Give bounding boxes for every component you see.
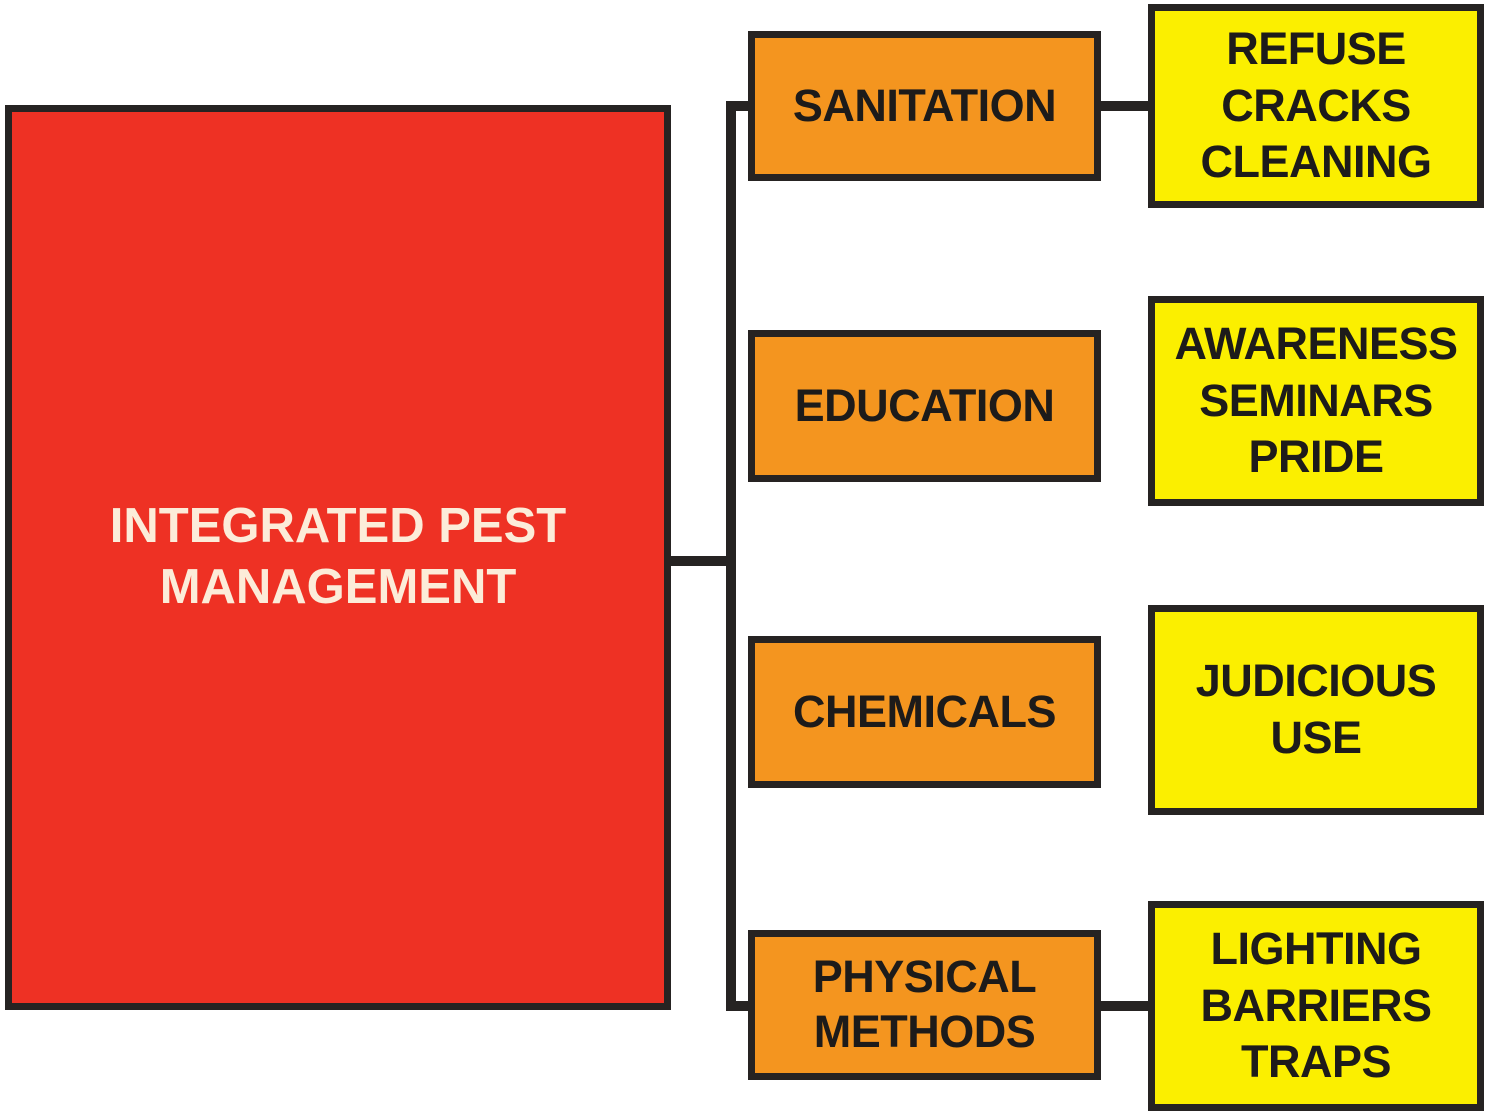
connector-trunk-to-physical-methods — [726, 1001, 752, 1011]
node-integrated-pest-management[interactable]: INTEGRATED PEST MANAGEMENT — [5, 105, 671, 1010]
node-lighting-barriers-traps[interactable]: LIGHTING BARRIERS TRAPS — [1148, 901, 1484, 1111]
node-refuse-cracks-cleaning-label: REFUSE CRACKS CLEANING — [1200, 22, 1433, 188]
node-sanitation[interactable]: SANITATION — [748, 31, 1101, 181]
node-education-label: EDUCATION — [794, 380, 1055, 432]
node-refuse-cracks-cleaning[interactable]: REFUSE CRACKS CLEANING — [1148, 4, 1484, 208]
connector-root-to-trunk — [668, 556, 736, 566]
node-lighting-barriers-traps-label: LIGHTING BARRIERS TRAPS — [1200, 922, 1432, 1088]
node-sanitation-label: SANITATION — [792, 80, 1057, 132]
node-judicious-use-label: JUDICIOUS USE — [1195, 655, 1437, 763]
node-chemicals[interactable]: CHEMICALS — [748, 636, 1101, 788]
node-judicious-use[interactable]: JUDICIOUS USE — [1148, 605, 1484, 815]
node-physical-methods[interactable]: PHYSICAL METHODS — [748, 930, 1101, 1080]
connector-physical-methods-to-lighting — [1096, 1001, 1152, 1011]
node-physical-methods-label: PHYSICAL METHODS — [812, 951, 1037, 1057]
connector-trunk-to-sanitation — [726, 101, 752, 111]
node-chemicals-label: CHEMICALS — [793, 686, 1057, 738]
node-education[interactable]: EDUCATION — [748, 330, 1101, 482]
connector-sanitation-to-refuse — [1096, 101, 1152, 111]
node-awareness-seminars-pride[interactable]: AWARENESS SEMINARS PRIDE — [1148, 296, 1484, 506]
node-root-label: INTEGRATED PEST MANAGEMENT — [109, 498, 567, 614]
connector-vertical-trunk — [726, 101, 736, 1011]
node-awareness-seminars-pride-label: AWARENESS SEMINARS PRIDE — [1174, 317, 1458, 483]
